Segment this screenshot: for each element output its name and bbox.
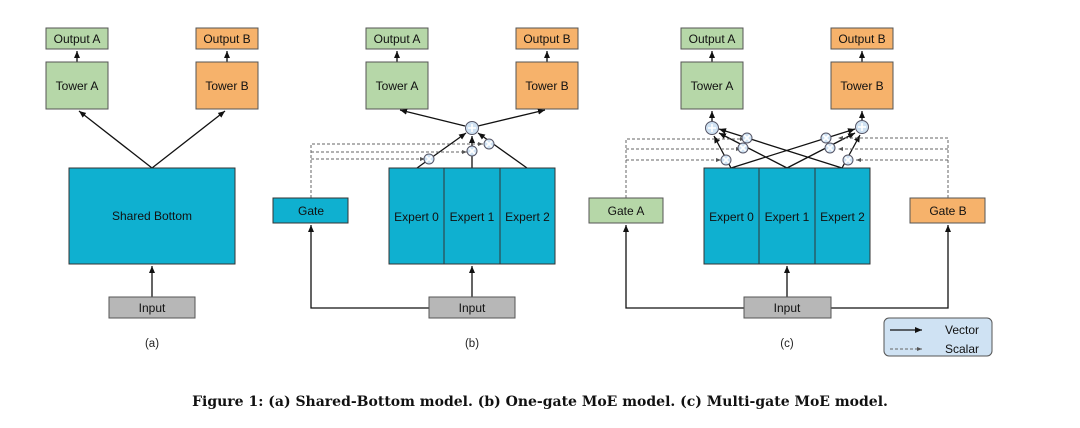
multiply-icon bbox=[824, 142, 836, 154]
gate-a-label: Gate A bbox=[608, 204, 645, 218]
expert-2-box bbox=[814, 167, 871, 265]
panel-c: Output A Output B Tower A Tower B bbox=[588, 27, 986, 350]
input-label: Input bbox=[139, 301, 166, 315]
input-label: Input bbox=[774, 301, 801, 315]
gate-b-box bbox=[909, 197, 986, 224]
arrow-expert2-to-sum bbox=[477, 132, 528, 169]
arrow-shared-to-tower-b bbox=[151, 110, 226, 169]
multiply-icon bbox=[483, 138, 495, 150]
output-b-box bbox=[515, 27, 579, 50]
output-b-box bbox=[195, 27, 259, 50]
legend-box bbox=[883, 317, 993, 357]
shared-bottom-label: Shared Bottom bbox=[112, 209, 192, 223]
expert-1-label: Expert 1 bbox=[765, 210, 810, 224]
output-b-label: Output B bbox=[203, 32, 250, 46]
multiply-icon bbox=[741, 132, 753, 144]
scalar-gate-to-expert2 bbox=[310, 142, 483, 198]
input-box bbox=[428, 296, 516, 319]
output-b-label: Output B bbox=[838, 32, 885, 46]
scalar-gate-b-to-expert0 bbox=[838, 136, 949, 198]
gate-box bbox=[272, 197, 349, 224]
multiply-icon bbox=[466, 145, 478, 157]
arrow-expert0-to-sum-b bbox=[730, 128, 856, 169]
expert-0-label: Expert 0 bbox=[394, 210, 439, 224]
gate-a-box bbox=[588, 197, 664, 224]
output-b-label: Output B bbox=[523, 32, 570, 46]
tower-b-label: Tower B bbox=[525, 79, 568, 93]
input-box bbox=[743, 296, 832, 319]
legend-vector-label: Vector bbox=[945, 323, 979, 337]
multiply-icon bbox=[842, 154, 854, 166]
arrow-sum-to-tower-b bbox=[477, 108, 546, 127]
output-a-label: Output A bbox=[54, 32, 101, 46]
arrow-shared-to-tower-a bbox=[78, 110, 153, 169]
tower-b-box bbox=[195, 61, 259, 110]
multiply-icon bbox=[820, 132, 832, 144]
expert-1-label: Expert 1 bbox=[450, 210, 495, 224]
expert-2-label: Expert 2 bbox=[820, 210, 865, 224]
panel-a: Output A Output B Tower A Tower B Shared… bbox=[45, 27, 259, 350]
tower-a-box bbox=[680, 61, 744, 110]
sum-icon-task-b bbox=[855, 120, 869, 134]
legend: Vector Scalar bbox=[883, 317, 993, 357]
arrow-expert1-to-sum-a bbox=[718, 132, 788, 169]
tower-a-label: Tower A bbox=[56, 79, 99, 93]
tower-a-label: Tower A bbox=[691, 79, 734, 93]
multiply-icon bbox=[423, 153, 435, 165]
tower-b-box bbox=[830, 61, 894, 110]
expert-1-box bbox=[758, 167, 816, 265]
tower-a-label: Tower A bbox=[376, 79, 419, 93]
output-a-box bbox=[45, 27, 109, 50]
panel-c-sublabel: (c) bbox=[780, 338, 794, 350]
arrow-input-to-gate bbox=[308, 225, 429, 309]
expert-0-box bbox=[703, 167, 760, 265]
gate-b-label: Gate B bbox=[929, 204, 966, 218]
output-a-label: Output A bbox=[374, 32, 421, 46]
sum-icon-task-a bbox=[705, 121, 719, 135]
figure-caption: Figure 1: (a) Shared-Bottom model. (b) O… bbox=[192, 394, 888, 410]
legend-scalar-label: Scalar bbox=[945, 342, 979, 356]
input-box bbox=[108, 296, 196, 319]
arrow-sum-to-tower-a bbox=[399, 108, 466, 127]
sum-icon bbox=[465, 121, 479, 135]
panel-a-sublabel: (a) bbox=[145, 338, 159, 350]
multiply-icon bbox=[737, 142, 749, 154]
panel-b: Output A Output B Tower A Tower B bbox=[272, 27, 579, 350]
input-label: Input bbox=[459, 301, 486, 315]
output-a-label: Output A bbox=[689, 32, 736, 46]
multiply-icon bbox=[720, 154, 732, 166]
expert-2-label: Expert 2 bbox=[505, 210, 550, 224]
panel-b-sublabel: (b) bbox=[465, 338, 479, 350]
output-b-box bbox=[830, 27, 894, 50]
expert-0-label: Expert 0 bbox=[709, 210, 754, 224]
tower-b-label: Tower B bbox=[840, 79, 883, 93]
arrow-expert2-to-sum-a bbox=[718, 128, 843, 169]
gate-label: Gate bbox=[298, 204, 324, 218]
arrow-input-to-gate-a bbox=[623, 225, 744, 309]
tower-a-box bbox=[365, 61, 429, 110]
tower-b-label: Tower B bbox=[205, 79, 248, 93]
output-a-box bbox=[680, 27, 744, 50]
expert-2-box bbox=[499, 167, 556, 265]
tower-b-box bbox=[515, 61, 579, 110]
shared-bottom-box bbox=[68, 167, 236, 265]
tower-a-box bbox=[45, 61, 109, 110]
arrow-input-to-gate-b bbox=[831, 225, 951, 309]
arrow-expert1-to-sum-b bbox=[786, 132, 856, 169]
output-a-box bbox=[365, 27, 429, 50]
arrow-expert0-to-sum bbox=[416, 132, 467, 169]
